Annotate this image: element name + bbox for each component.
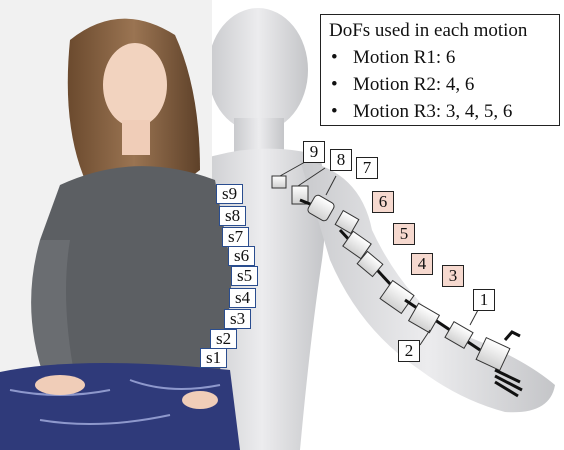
legend-title: DoFs used in each motion xyxy=(329,20,551,42)
legend-item-label: Motion R3: 3, 4, 5, 6 xyxy=(353,101,512,122)
legend-item-label: Motion R2: 4, 6 xyxy=(353,74,474,95)
android-photo xyxy=(0,0,240,450)
sensor-label-s2: s2 xyxy=(210,329,237,349)
sensor-label-s6: s6 xyxy=(228,246,255,266)
legend-item-r2: • Motion R2: 4, 6 xyxy=(329,71,551,98)
sensor-label-s8: s8 xyxy=(219,206,246,226)
dof-label-8: 8 xyxy=(330,149,352,171)
legend-item-label: Motion R1: 6 xyxy=(353,47,455,68)
sensor-label-s3: s3 xyxy=(224,309,251,329)
motion-dof-legend: DoFs used in each motion • Motion R1: 6 •… xyxy=(320,14,560,126)
legend-item-r3: • Motion R3: 3, 4, 5, 6 xyxy=(329,98,551,125)
dof-label-6: 6 xyxy=(372,191,394,213)
dof-label-1: 1 xyxy=(473,289,495,311)
dof-label-3: 3 xyxy=(442,265,464,287)
bullet-glyph: • xyxy=(331,98,338,125)
dof-label-9: 9 xyxy=(303,141,325,163)
legend-list: • Motion R1: 6 • Motion R2: 4, 6 • Motion R… xyxy=(329,44,551,125)
dof-label-7: 7 xyxy=(356,157,378,179)
sensor-label-s7: s7 xyxy=(222,227,249,247)
dof-label-2: 2 xyxy=(398,340,420,362)
bullet-glyph: • xyxy=(331,44,338,71)
sensor-label-s5: s5 xyxy=(231,266,258,286)
sensor-label-s9: s9 xyxy=(216,184,243,204)
sensor-label-s4: s4 xyxy=(229,288,256,308)
sensor-label-s1: s1 xyxy=(200,348,227,368)
bullet-glyph: • xyxy=(331,71,338,98)
dof-label-5: 5 xyxy=(393,223,415,245)
dof-label-4: 4 xyxy=(411,253,433,275)
legend-item-r1: • Motion R1: 6 xyxy=(329,44,551,71)
